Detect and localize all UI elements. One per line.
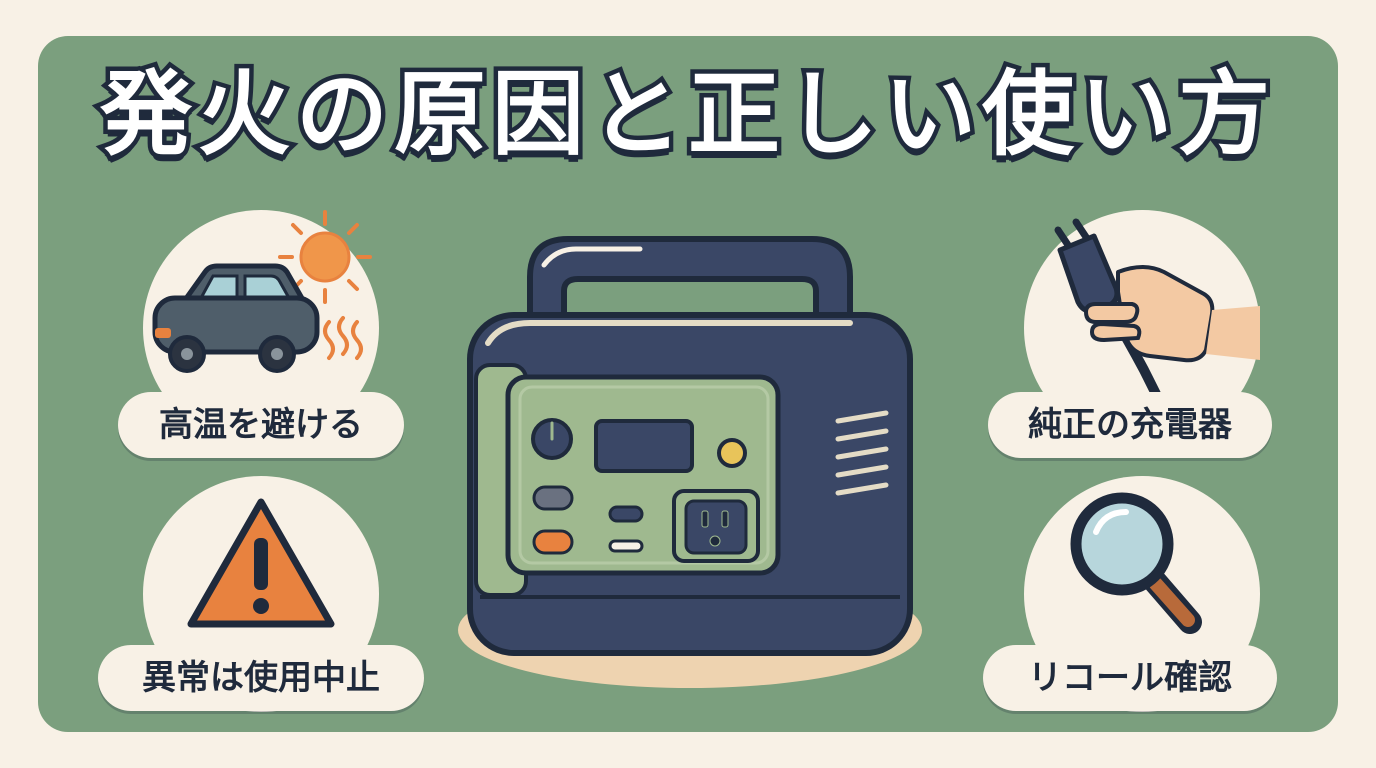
warning-icon [187, 498, 335, 628]
indicator-light [717, 438, 747, 468]
magnifier-icon [1070, 492, 1202, 634]
device-display [594, 419, 694, 473]
car-sun-icon [152, 210, 372, 373]
usb-port [608, 539, 644, 553]
tip-label-recall: リコール確認 [983, 645, 1277, 711]
device-button-gray [532, 485, 574, 511]
tip-label-charger: 純正の充電器 [988, 392, 1272, 458]
page-title: 発火の原因と正しい使い方 [95, 57, 1276, 173]
usb-port [608, 505, 644, 523]
hand-plug-icon [1054, 218, 1260, 415]
tip-label-heat: 高温を避ける [118, 392, 404, 458]
portable-power-station-icon [458, 236, 922, 688]
device-button-orange [532, 529, 574, 555]
tip-label-warning: 異常は使用中止 [98, 645, 424, 711]
device-handle [527, 236, 853, 326]
device-vents [835, 410, 889, 496]
